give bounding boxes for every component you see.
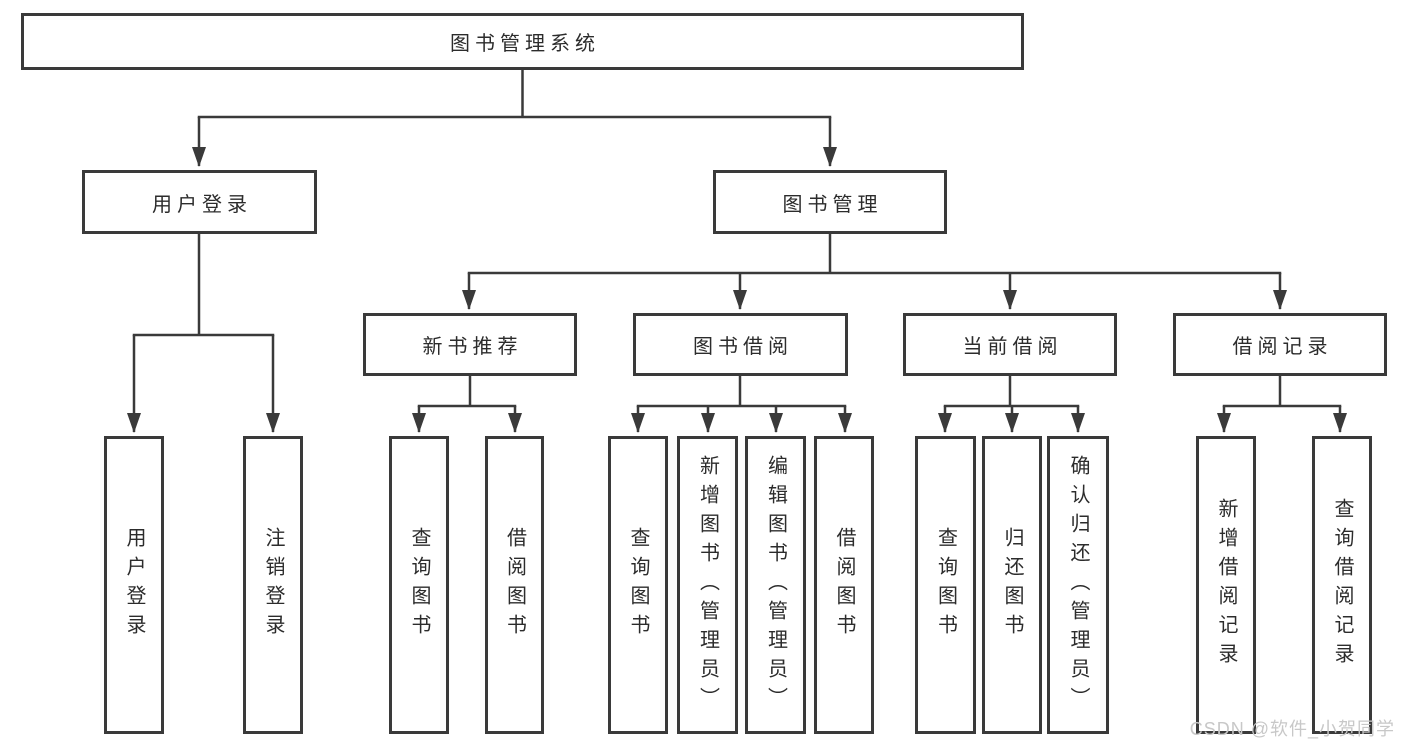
node-user-login: 用户登录 xyxy=(82,170,317,234)
node-book-management: 图书管理 xyxy=(713,170,947,234)
node-borrow-records: 借阅记录 xyxy=(1173,313,1387,376)
leaf-current-confirm-return-admin: 确认归还（管理员） xyxy=(1047,436,1109,734)
node-new-book-recommend: 新书推荐 xyxy=(363,313,577,376)
connector-book-mgmt xyxy=(467,234,1282,275)
csdn-watermark: CSDN @软件_小贺同学 xyxy=(1189,719,1395,739)
leaf-borrow-query-books: 查询图书 xyxy=(608,436,668,734)
leaf-logout-login: 注销登录 xyxy=(243,436,303,734)
leaf-current-return-books: 归还图书 xyxy=(982,436,1042,734)
leaf-user-login: 用户登录 xyxy=(104,436,164,734)
connector-root-stem xyxy=(197,69,832,119)
leaf-current-query-books: 查询图书 xyxy=(915,436,976,734)
leaf-records-query-borrow-record: 查询借阅记录 xyxy=(1312,436,1372,734)
leaf-records-add-borrow-record: 新增借阅记录 xyxy=(1196,436,1256,734)
connector-user-login xyxy=(132,234,275,337)
leaf-borrow-add-books-admin: 新增图书（管理员） xyxy=(677,436,738,734)
connector-current-borrow xyxy=(943,376,1080,408)
leaf-borrow-borrow-books: 借阅图书 xyxy=(814,436,874,734)
connector-book-borrow xyxy=(636,376,847,408)
connector-new-book xyxy=(417,376,517,408)
leaf-newbook-query-books: 查询图书 xyxy=(389,436,449,734)
node-current-borrow: 当前借阅 xyxy=(903,313,1117,376)
leaf-borrow-edit-books-admin: 编辑图书（管理员） xyxy=(745,436,806,734)
connector-borrow-records xyxy=(1222,376,1342,408)
leaf-newbook-borrow-books: 借阅图书 xyxy=(485,436,544,734)
node-root-system: 图书管理系统 xyxy=(21,13,1024,70)
node-book-borrow: 图书借阅 xyxy=(633,313,848,376)
